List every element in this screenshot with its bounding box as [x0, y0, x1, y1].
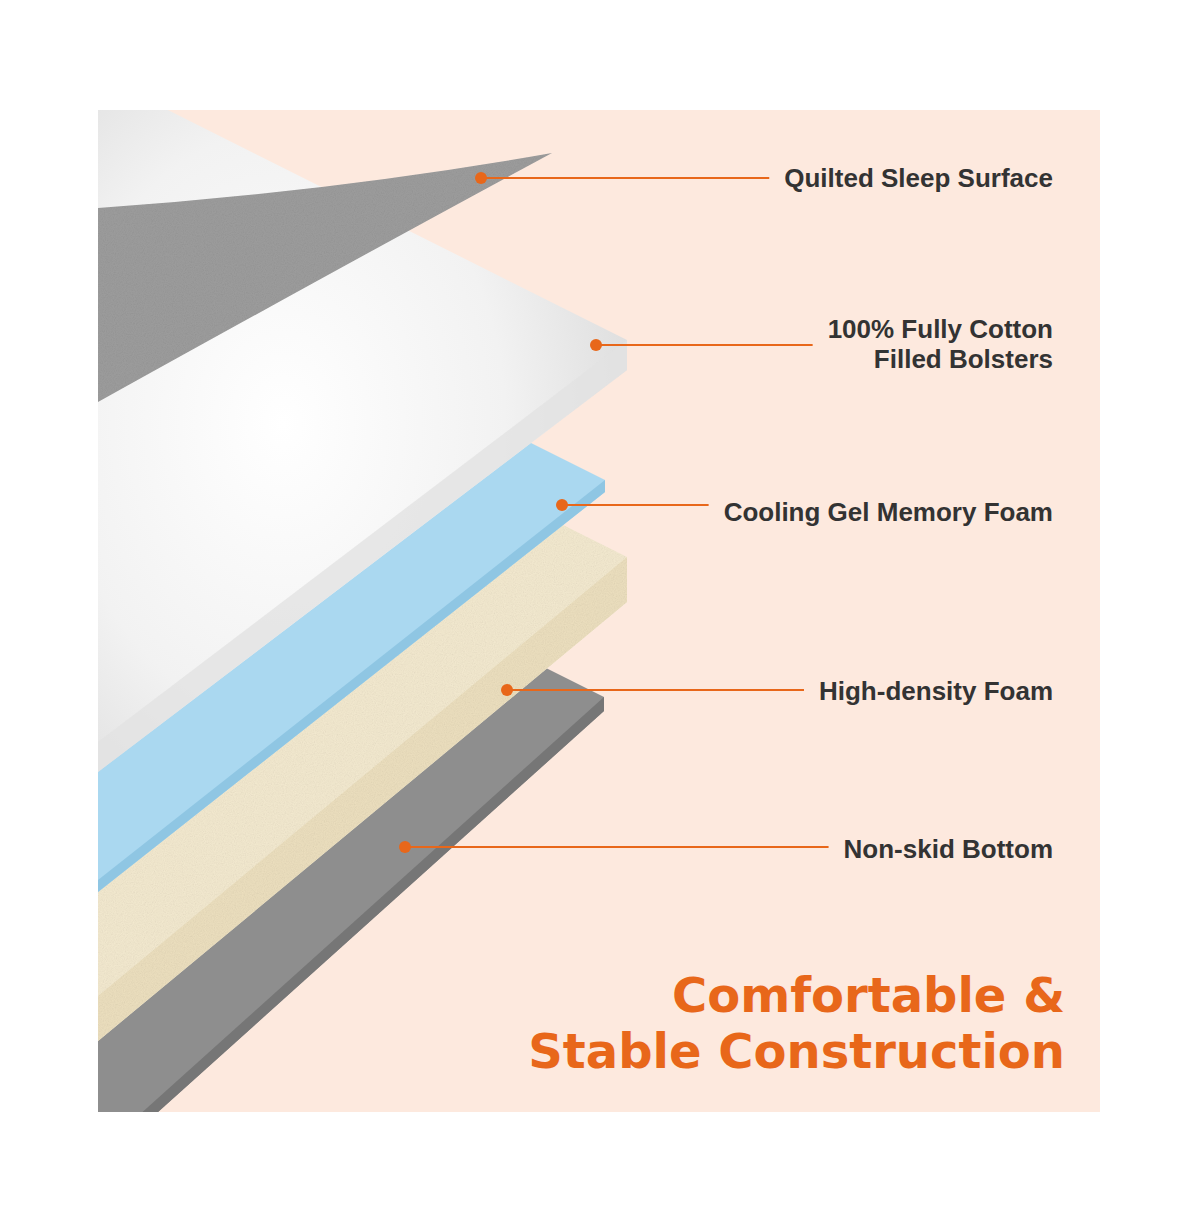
- layer-name: 100% Fully Cotton Filled Bolsters: [828, 314, 1053, 374]
- leader-line: [596, 344, 813, 346]
- headline: Comfortable & Stable Construction: [505, 967, 1065, 1079]
- layer-name: High-density Foam: [819, 676, 1053, 706]
- leader-line: [507, 689, 804, 691]
- layer-name: Cooling Gel Memory Foam: [724, 497, 1053, 527]
- leader-line: [405, 846, 829, 848]
- leader-line: [562, 504, 709, 506]
- leader-dot: [399, 841, 411, 853]
- leader-line: [481, 177, 769, 179]
- callout-label: 100% Fully Cotton Filled Bolsters: [763, 314, 1053, 374]
- leader-dot: [475, 172, 487, 184]
- layer-name: Non-skid Bottom: [844, 834, 1053, 864]
- cotton-layer: [98, 110, 627, 772]
- callout-label: Cooling Gel Memory Foam: [724, 497, 1053, 527]
- callout-label: Quilted Sleep Surface: [784, 163, 1053, 193]
- callout-label: High-density Foam: [819, 676, 1053, 706]
- cotton-layer-edge: [98, 340, 627, 772]
- leader-dot: [590, 339, 602, 351]
- quilted-layer: [98, 153, 552, 402]
- leader-dot: [556, 499, 568, 511]
- layer-name: Quilted Sleep Surface: [784, 163, 1053, 193]
- callout-label: Non-skid Bottom: [844, 834, 1053, 864]
- leader-dot: [501, 684, 513, 696]
